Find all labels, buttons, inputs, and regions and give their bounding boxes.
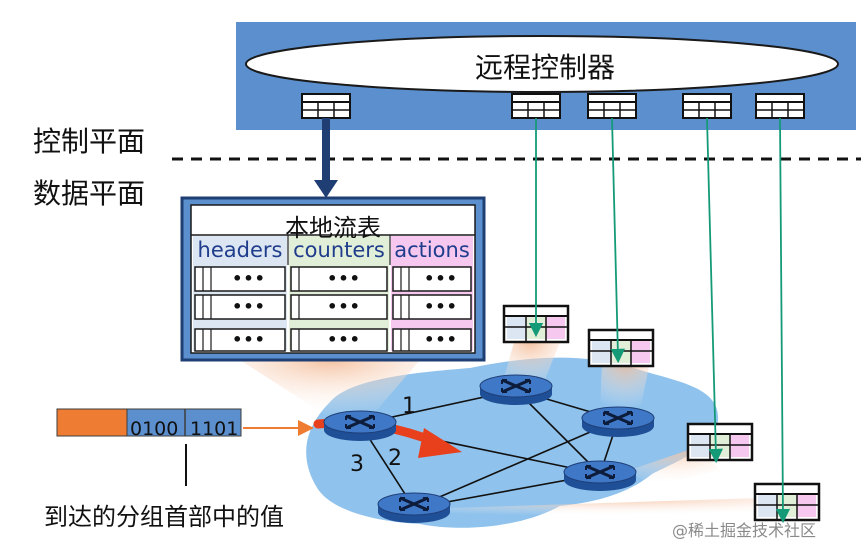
local-flow-table-rows	[194, 266, 472, 352]
table-cell: •••	[232, 297, 266, 316]
column-actions: actions	[394, 238, 470, 262]
controller-table-2	[511, 93, 561, 119]
table-cell: •••	[327, 269, 361, 288]
controller-table-1	[301, 93, 351, 119]
glow-beam-2	[600, 362, 650, 410]
router-bottom	[376, 491, 452, 525]
table-cell: •••	[232, 330, 266, 349]
forwarding-arrow-head	[418, 428, 462, 458]
packet-orange-field	[56, 408, 128, 437]
controller-table-4	[682, 93, 732, 119]
table-cell: •••	[424, 330, 458, 349]
table-cell: •••	[424, 269, 458, 288]
download-arrow-shaft	[322, 118, 330, 182]
glow-beam-4	[450, 498, 770, 516]
glow-beam-local	[240, 360, 420, 418]
download-arrow-head	[314, 180, 338, 198]
router-ingress	[322, 409, 398, 443]
column-headers: headers	[197, 238, 283, 262]
watermark: @稀土掘金技术社区	[672, 521, 817, 540]
local-flow-table-title: 本地流表	[285, 214, 381, 242]
table-cell: •••	[327, 330, 361, 349]
router-middle	[562, 459, 638, 493]
router-right	[580, 405, 656, 439]
packet-blue-field	[126, 408, 242, 437]
link-label-2: 2	[388, 446, 402, 471]
router-top	[478, 373, 554, 407]
table-cell: •••	[424, 297, 458, 316]
switch-table-3	[686, 422, 754, 462]
control-plane-label: 控制平面	[33, 125, 146, 158]
link-label-3: 3	[350, 452, 364, 477]
column-counters: counters	[293, 238, 385, 262]
table-cell: •••	[327, 297, 361, 316]
data-plane-label: 数据平面	[33, 177, 146, 210]
controller-table-5	[755, 93, 805, 119]
controller-ellipse	[245, 35, 839, 93]
controller-label: 远程控制器	[474, 51, 615, 84]
switch-table-4	[753, 482, 821, 522]
install-arrows	[528, 117, 791, 524]
switch-table-2	[587, 328, 655, 368]
header-values-caption: 到达的分组首部中的值	[44, 503, 284, 531]
table-cell: •••	[232, 269, 266, 288]
packet-bits-1: 0100	[130, 418, 179, 440]
link-label-1: 1	[402, 394, 416, 419]
packet-bits-2: 1101	[190, 418, 239, 440]
controller-table-3	[587, 93, 637, 119]
